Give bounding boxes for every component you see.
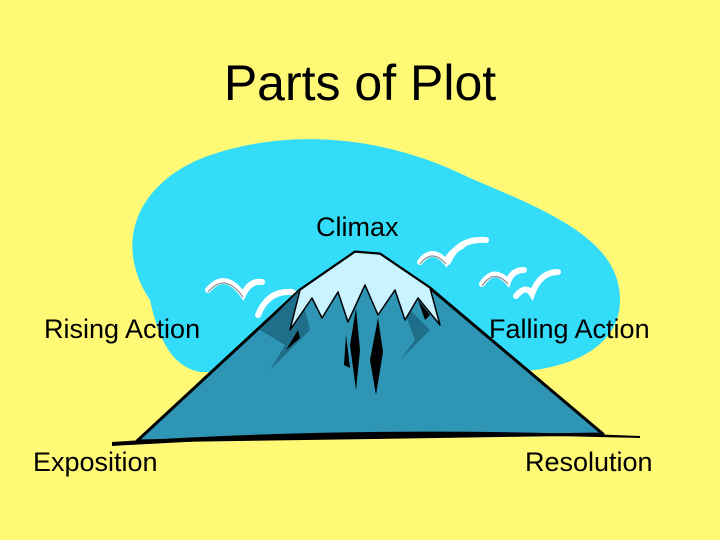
label-climax: Climax <box>316 212 399 242</box>
slide-title: Parts of Plot <box>223 55 497 111</box>
snow-cap <box>289 251 441 331</box>
bird-6 <box>513 269 561 301</box>
bird-1 <box>205 278 265 301</box>
label-exposition: Exposition <box>33 447 158 477</box>
label-resolution: Resolution <box>525 447 653 477</box>
label-rising-action: Rising Action <box>44 314 201 344</box>
birds <box>205 236 561 318</box>
bird-4 <box>445 236 489 265</box>
bird-5 <box>479 267 527 288</box>
crevices <box>286 300 430 395</box>
ground-line <box>112 431 640 446</box>
label-falling-action: Falling Action <box>489 314 650 344</box>
